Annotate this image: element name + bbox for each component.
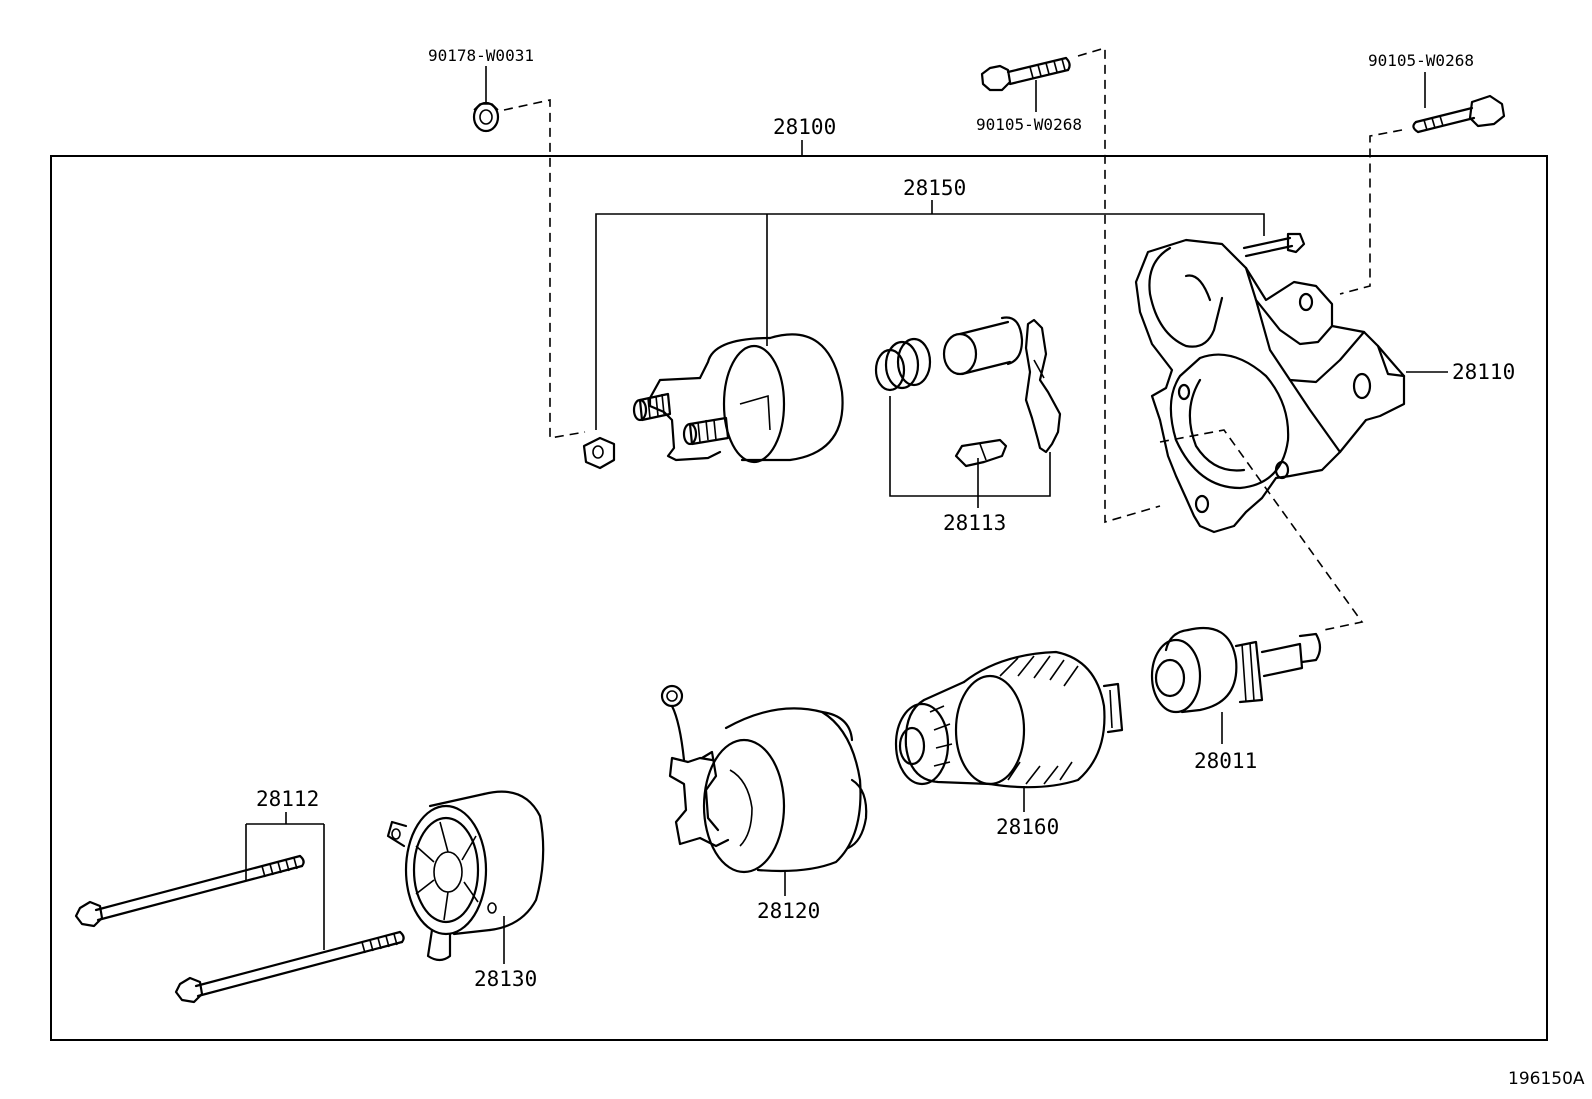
part-number-28130[interactable]: 28130 [474,967,537,991]
part-number-28112[interactable]: 28112 [256,787,319,811]
plunger-icon [942,316,1024,376]
part-number-28160[interactable]: 28160 [996,815,1059,839]
return-spring-icon [874,337,932,392]
part-number-28120[interactable]: 28120 [757,899,820,923]
commutator-end-frame-icon [386,790,545,962]
part-number-90178-w0031[interactable]: 90178-W0031 [428,46,534,65]
lever-holder-icon [954,438,1008,468]
part-number-28113[interactable]: 28113 [943,511,1006,535]
part-number-28110[interactable]: 28110 [1452,360,1515,384]
switch-bracket [595,200,1265,430]
part-number-90105-w0268-right[interactable]: 90105-W0268 [1368,51,1474,70]
drive-housing-icon [1134,238,1406,534]
part-number-28011[interactable]: 28011 [1194,749,1257,773]
bolt-center-dashed-guide [1077,46,1161,524]
bolt-right-icon [1412,94,1506,134]
through-bolt-upper-icon [74,854,305,928]
part-number-28100[interactable]: 28100 [773,115,836,139]
nut-dashed-guide [503,99,586,439]
lever-kit-bracket [889,396,1051,508]
drive-lever-icon [1024,318,1062,454]
magnetic-switch-icon [632,333,844,464]
yoke-assembly-icon [660,684,868,874]
diagram-code: 196150A [1508,1069,1585,1089]
small-screw-icon [1242,232,1306,258]
through-bolt-lower-icon [174,930,405,1004]
part-number-28150[interactable]: 28150 [903,176,966,200]
flange-nut-icon [472,101,500,133]
terminal-nut-icon [582,436,616,470]
armature-icon [894,650,1124,789]
bolt-center-icon [980,56,1071,92]
part-number-90105-w0268-center[interactable]: 90105-W0268 [976,115,1082,134]
bolt-right-dashed-guide [1339,129,1403,295]
through-bolt-bracket [245,812,325,950]
assembly-frame [50,155,1548,1041]
starter-clutch-icon [1150,626,1322,714]
housing-clutch-dashed-guide [1159,429,1364,631]
